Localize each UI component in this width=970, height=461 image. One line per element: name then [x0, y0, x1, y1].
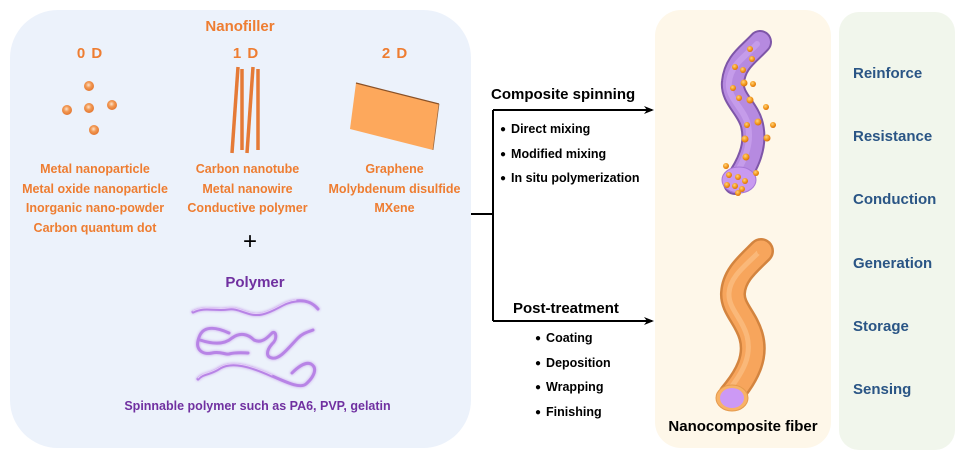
- fiber-label: Nanocomposite fiber: [668, 418, 818, 435]
- application-conduction: Conduction: [853, 191, 937, 208]
- list-item: Metal nanoparticle: [40, 162, 150, 176]
- nanoparticle: [84, 81, 94, 91]
- dimension-label-0d: 0 D: [76, 45, 104, 62]
- nanofiller-list-0d: Metal nanoparticle Metal oxide nanoparti…: [10, 160, 180, 238]
- list-item: Metal oxide nanoparticle: [22, 181, 168, 196]
- dimension-label-1d: 1 D: [232, 45, 260, 62]
- composite-spinning-methods: Direct mixing Modified mixing In situ po…: [500, 118, 640, 192]
- list-item: MXene: [374, 201, 415, 215]
- method-item: Wrapping: [535, 376, 611, 401]
- application-sensing: Sensing: [853, 381, 912, 398]
- list-item: Metal nanowire: [202, 181, 293, 196]
- coated-fiber-icon: [715, 238, 774, 412]
- nanorod: [230, 66, 240, 154]
- post-treatment-methods: Coating Deposition Wrapping Finishing: [535, 327, 611, 425]
- list-item: Molybdenum disulfide: [328, 181, 461, 196]
- nanoparticle: [107, 100, 117, 110]
- list-item: Conductive polymer: [187, 201, 308, 215]
- nanofiller-list-2d: Graphene Molybdenum disulfide MXene: [322, 160, 467, 219]
- method-item: Modified mixing: [500, 143, 640, 168]
- dimension-label-2d: 2 D: [381, 45, 409, 62]
- process-connectors: [471, 106, 654, 325]
- composite-spinning-title: Composite spinning: [491, 86, 636, 103]
- nanorod: [245, 66, 255, 154]
- nanofiller-title: Nanofiller: [205, 18, 275, 35]
- nanorods-icon: [230, 66, 260, 154]
- method-item: Deposition: [535, 352, 611, 377]
- method-item: In situ polymerization: [500, 167, 640, 192]
- list-item: Carbon nanotube: [195, 162, 300, 176]
- application-resistance: Resistance: [853, 128, 933, 145]
- nanoparticle: [89, 125, 99, 135]
- plus-sign: +: [242, 228, 257, 255]
- method-item: Direct mixing: [500, 118, 640, 143]
- nanoparticles-icon: [62, 81, 117, 135]
- list-item: Carbon quantum dot: [33, 220, 157, 235]
- method-item: Coating: [535, 327, 611, 352]
- list-item: Graphene: [365, 162, 424, 176]
- nanosheet-icon: [350, 82, 440, 151]
- list-item: Inorganic nano-powder: [25, 201, 165, 215]
- nanofiller-list-1d: Carbon nanotube Metal nanowire Conductiv…: [170, 160, 325, 219]
- applications-panel: [839, 12, 955, 450]
- application-reinforce: Reinforce: [853, 65, 923, 82]
- post-treatment-title: Post-treatment: [513, 300, 619, 317]
- nanoparticle: [84, 103, 94, 113]
- method-item: Finishing: [535, 401, 611, 426]
- polymer-chains-icon: [191, 298, 320, 388]
- polymer-title: Polymer: [225, 274, 285, 291]
- application-storage: Storage: [853, 318, 909, 335]
- nanoparticle: [62, 105, 72, 115]
- polymer-caption: Spinnable polymer such as PA6, PVP, gela…: [124, 399, 391, 413]
- application-generation: Generation: [853, 255, 933, 272]
- particle-embedded-fiber-icon: [720, 30, 776, 196]
